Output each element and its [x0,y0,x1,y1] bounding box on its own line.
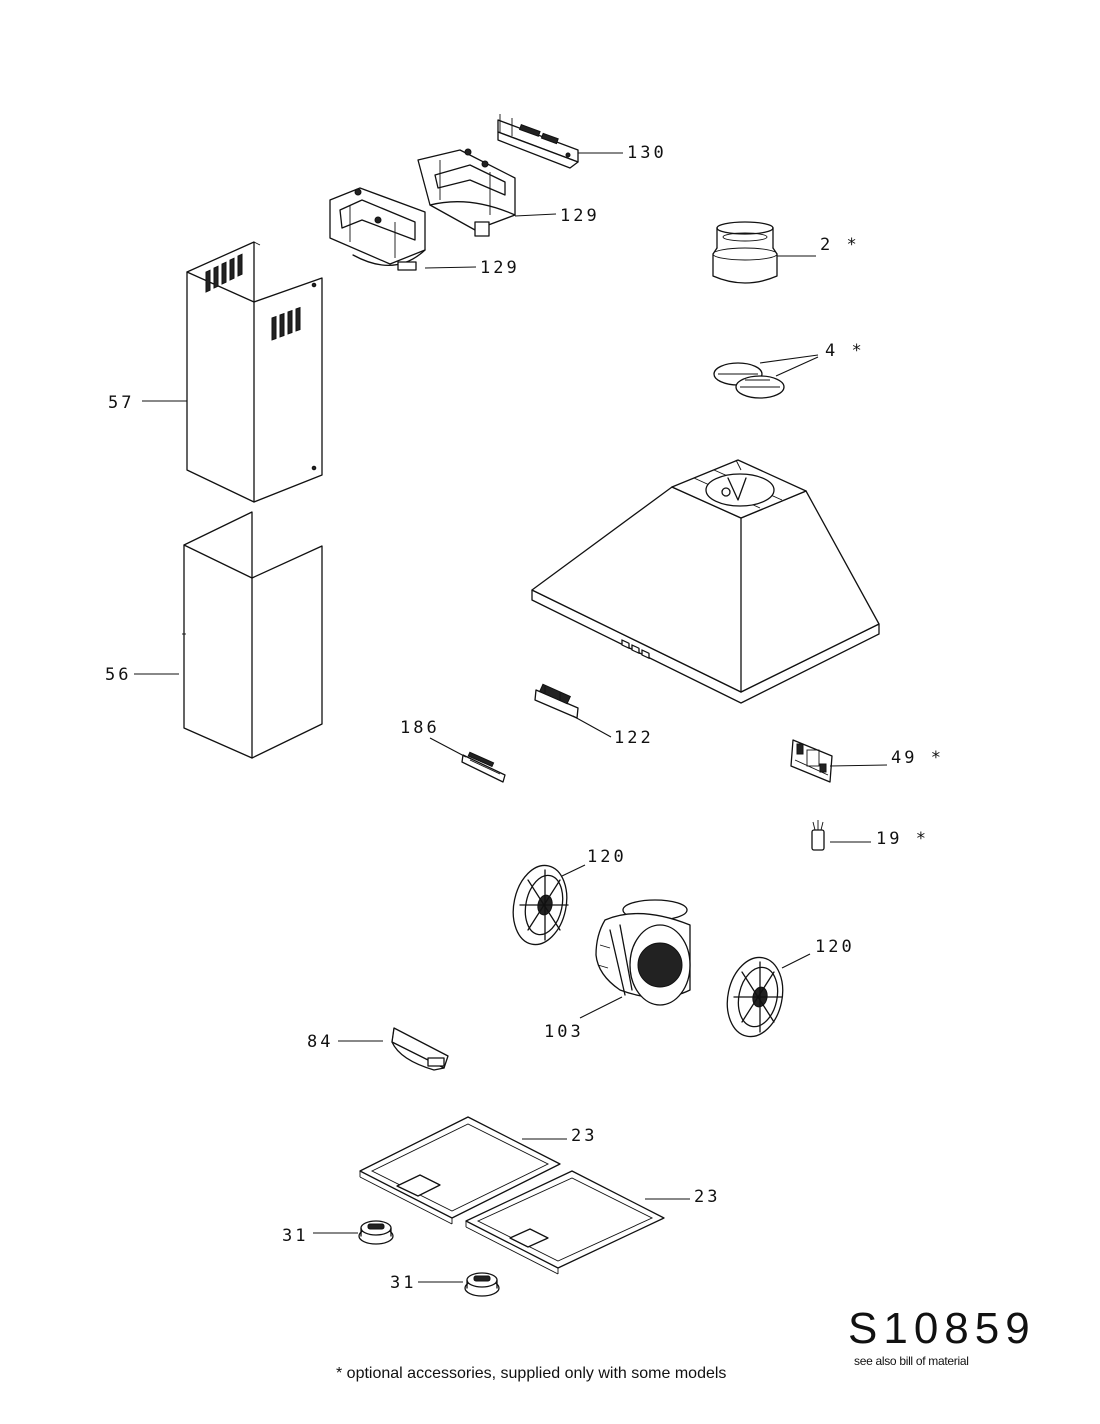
label-129-upper: 129 [560,206,600,226]
part-84-lamp-cover [391,1027,449,1071]
label-23-lower: 23 [694,1187,721,1207]
label-120-right: 120 [815,937,855,957]
label-130: 130 [627,143,667,163]
leader-49 [829,764,888,767]
optional-accessories-footnote: * optional accessories, supplied only wi… [336,1365,727,1382]
leader-122 [572,715,612,738]
leader-120-right [781,953,811,969]
leader-186 [429,737,467,758]
leader-129-upper [514,213,557,217]
part-23-grease-filter-upper [359,1116,561,1225]
label-23-upper: 23 [571,1126,598,1146]
part-57-upper-chimney [186,241,323,503]
part-120-fan-cover-right [726,956,784,1038]
leader-129-lower [424,266,477,269]
drawing-code: S10859 [848,1304,1036,1353]
label-122: 122 [614,728,654,748]
leader-120-left [561,864,586,877]
part-103-motor [595,899,691,1006]
part-122-switch-block [534,683,579,719]
part-23-grease-filter-lower [465,1170,665,1275]
leader-4b [775,356,819,377]
leader-4a [759,354,819,364]
label-31-upper: 31 [282,1226,309,1246]
label-56: 56 [105,665,132,685]
label-103: 103 [544,1022,584,1042]
label-120-left: 120 [587,847,627,867]
part-hood-body [531,459,880,704]
label-31-lower: 31 [390,1273,417,1293]
part-2-duct-collar [712,221,778,284]
part-31-handle-upper [358,1220,394,1245]
part-31-handle-lower [464,1272,500,1297]
part-56-lower-chimney [182,511,323,759]
part-120-fan-cover-left [512,864,569,946]
see-also-note: see also bill of material [854,1354,969,1368]
label-84: 84 [307,1032,334,1052]
part-19-capacitor [811,820,825,851]
part-186-light-strip [461,751,506,783]
leader-103 [579,996,623,1019]
label-49: 49 * [891,748,944,768]
label-57: 57 [108,393,135,413]
label-186: 186 [400,718,440,738]
label-2: 2 * [820,235,860,255]
label-19: 19 * [876,829,929,849]
label-4: 4 * [825,341,865,361]
part-4-valve [713,362,785,399]
part-49-control-board [790,739,833,783]
label-129-lower: 129 [480,258,520,278]
part-129-upper-support [417,148,516,237]
part-130-bracket [497,114,579,169]
part-129-lower-support [329,187,426,271]
